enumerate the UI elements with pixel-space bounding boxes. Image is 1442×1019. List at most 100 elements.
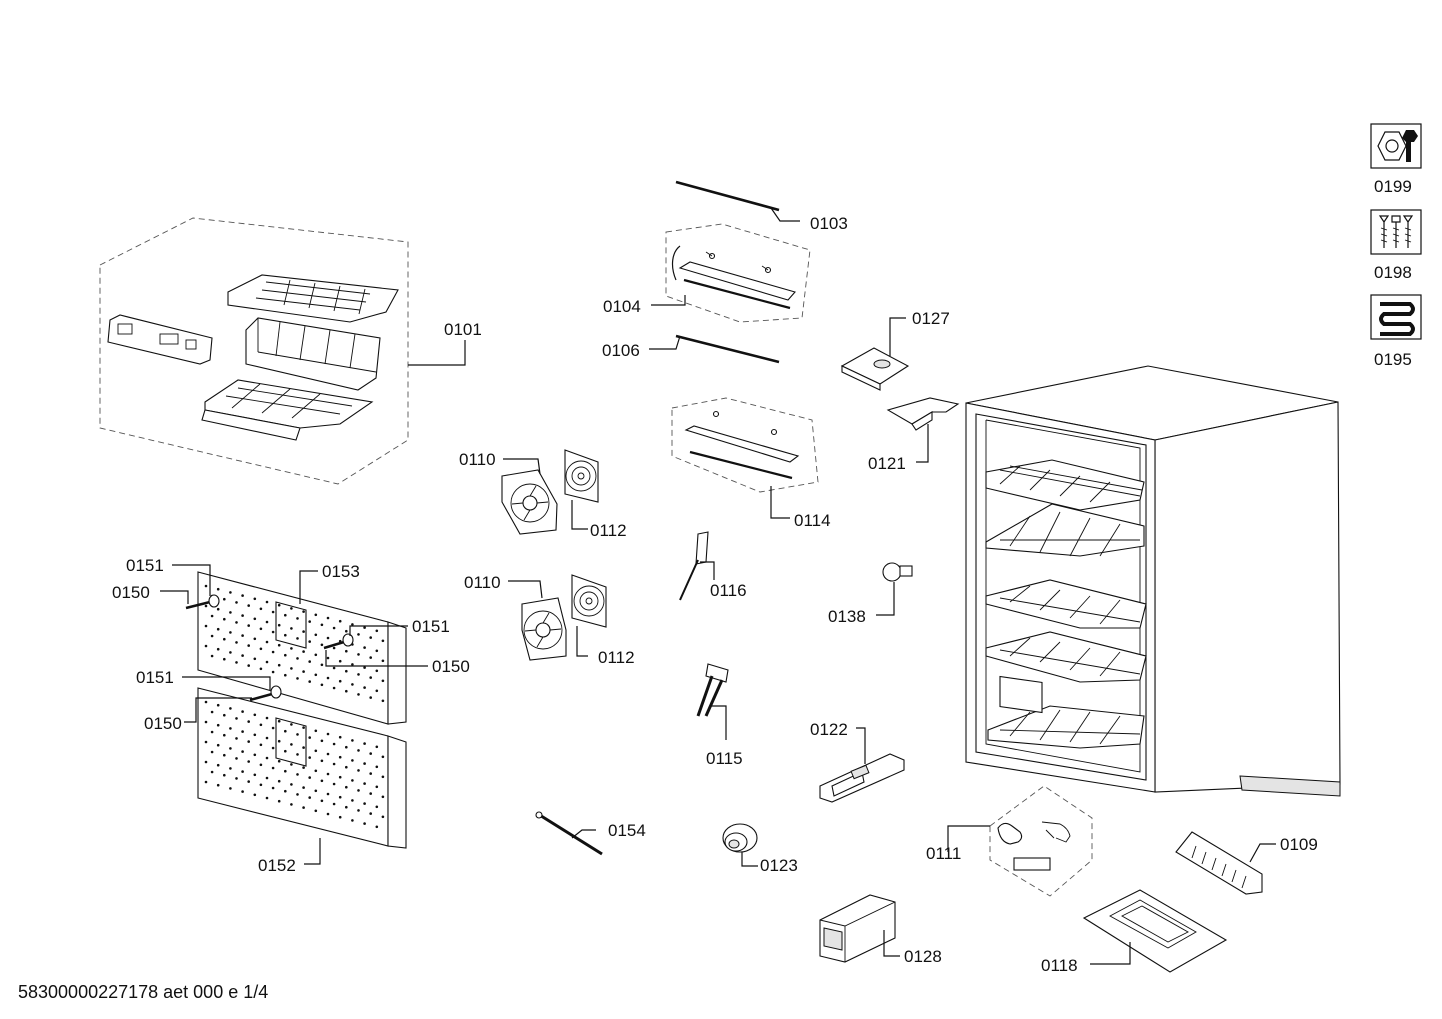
perforation-hole (332, 762, 336, 766)
sensor-0154 (535, 811, 603, 856)
door-screws (160, 564, 428, 723)
perforation-hole (363, 782, 366, 785)
perforation-hole (296, 677, 299, 680)
perforation-hole (241, 614, 244, 617)
perforation-hole (302, 670, 305, 673)
label-0112-upper: 0112 (590, 521, 627, 540)
perforation-hole (259, 607, 263, 611)
side-icon-label: 0199 (1374, 177, 1412, 196)
perforation-hole (308, 680, 312, 683)
perforation-hole (375, 689, 379, 693)
perforation-hole (357, 809, 360, 812)
perforation-hole (296, 617, 299, 620)
perforation-hole (375, 629, 379, 633)
label-0115: 0115 (706, 749, 743, 768)
perforation-hole (216, 723, 220, 727)
perforation-hole (357, 749, 360, 752)
label-0121: 0121 (868, 454, 906, 473)
perforation-hole (351, 779, 354, 782)
perforation-hole (253, 657, 257, 661)
perforation-hole (363, 686, 366, 689)
perforation-hole (314, 653, 318, 657)
perforation-hole (357, 653, 360, 656)
perforation-hole (284, 653, 287, 657)
perforation-hole (223, 753, 226, 757)
door-panel-upper (197, 570, 407, 725)
perforation-hole (381, 755, 385, 759)
perforation-hole (326, 656, 330, 660)
perforation-hole (210, 654, 214, 658)
label-0138: 0138 (828, 607, 866, 626)
perforation-hole (223, 617, 226, 621)
perforation-hole (296, 753, 299, 756)
perforation-hole (345, 689, 348, 693)
perforation-hole (320, 683, 324, 687)
perforation-hole (277, 603, 281, 607)
perforation-hole (223, 657, 226, 661)
screws-icon (1378, 215, 1414, 248)
perforation-hole (259, 743, 263, 747)
panel-perforation (204, 584, 385, 703)
nut-wrench-icon (1377, 130, 1418, 162)
perforation-hole (290, 607, 293, 610)
perforation-hole (290, 627, 293, 630)
label-0112-lower: 0112 (598, 648, 635, 667)
perforation-hole (290, 723, 293, 726)
perforation-hole (290, 803, 293, 806)
perforation-hole (229, 767, 232, 770)
perforation-hole (235, 717, 238, 720)
perforation-hole (277, 759, 281, 763)
perforation-hole (351, 623, 354, 626)
perforation-hole (265, 736, 269, 740)
perforation-hole (369, 812, 373, 815)
label-0150-a: 0150 (112, 583, 150, 602)
perforation-hole (375, 785, 379, 789)
panel-perforation (204, 700, 385, 829)
perforation-hole (381, 659, 385, 663)
perforation-hole (357, 633, 360, 636)
perforation-hole (296, 793, 299, 796)
perforation-hole (210, 750, 214, 754)
perforation-hole (277, 719, 281, 723)
perforation-hole (259, 783, 263, 787)
perforation-hole (363, 646, 366, 649)
side-icon-0195[interactable]: 0195 (1370, 294, 1422, 369)
perforation-hole (290, 783, 293, 786)
perforation-hole (345, 765, 348, 769)
perforation-hole (247, 624, 250, 627)
label-0111: 0111 (926, 844, 961, 863)
perforation-hole (320, 643, 324, 647)
perforation-hole (332, 626, 336, 630)
perforation-hole (204, 624, 208, 628)
perforation-hole (357, 693, 360, 696)
sensor-0115 (696, 663, 729, 740)
perforation-hole (241, 770, 244, 773)
perforation-hole (241, 750, 244, 753)
perforation-hole (351, 819, 354, 822)
perforation-hole (284, 613, 287, 617)
perforation-hole (375, 765, 379, 769)
perforation-hole (277, 623, 281, 627)
side-icon-0199[interactable]: 0199 (1370, 123, 1422, 196)
label-0123: 0123 (760, 856, 798, 875)
perforation-hole (229, 707, 232, 710)
fan-grille-upper (564, 449, 599, 530)
perforation-hole (216, 587, 220, 591)
label-0122: 0122 (810, 720, 848, 739)
perforation-hole (216, 783, 220, 787)
perforation-hole (210, 614, 214, 618)
hinge-0121 (886, 397, 960, 463)
perforation-hole (363, 666, 366, 669)
perforation-hole (381, 795, 385, 799)
perforation-hole (277, 779, 281, 783)
perforation-hole (351, 683, 354, 686)
side-icon-0198[interactable]: 0198 (1370, 209, 1422, 282)
perforation-hole (259, 723, 263, 727)
perforation-hole (338, 735, 342, 739)
perforation-hole (345, 629, 348, 633)
perforation-hole (345, 649, 348, 653)
label-0151-c: 0151 (136, 668, 174, 687)
label-0128: 0128 (904, 947, 942, 966)
perforation-hole (375, 805, 379, 809)
